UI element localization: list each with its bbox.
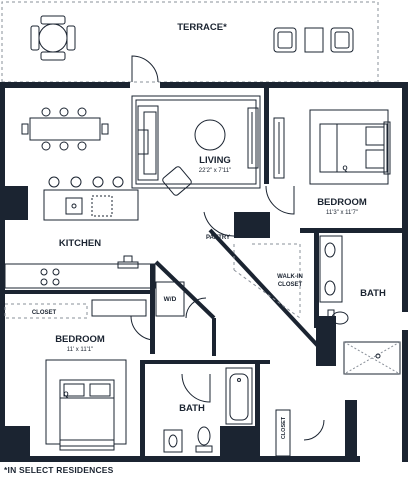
washer-dryer-icon	[155, 281, 185, 317]
bed-marker-main: Q	[342, 165, 347, 172]
door-swing-icon	[130, 297, 211, 403]
living-rug	[131, 95, 261, 189]
terrace-area	[1, 1, 379, 83]
toilet-icon	[327, 309, 349, 327]
tv-console-icon	[247, 107, 259, 169]
queen-bed-icon	[309, 109, 391, 185]
queen-bed-icon	[45, 359, 127, 451]
living-dims: 22'2" x 7'11"	[199, 168, 231, 174]
outdoor-table-icon	[30, 15, 76, 61]
kitchen-label: KITCHEN	[59, 238, 101, 249]
shower-icon	[343, 341, 401, 375]
pantry-label: PANTRY	[206, 235, 230, 241]
coffee-table-icon	[194, 119, 226, 151]
sofa-icon	[137, 105, 159, 181]
wd-label: W/D	[164, 296, 177, 303]
bedroom-second-label: BEDROOM	[55, 334, 105, 345]
sink-icon	[163, 429, 183, 453]
walls	[0, 82, 408, 462]
bed-marker-second: Q	[63, 391, 68, 398]
bedroom-main-dims: 11'3" x 11'7"	[326, 210, 358, 216]
dining-table-icon	[21, 107, 109, 151]
bedroom-main-label: BEDROOM	[317, 197, 367, 208]
closet-label: CLOSET	[278, 282, 303, 288]
bath-second-label: BATH	[179, 403, 205, 414]
room-labels: TERRACE* LIVING 22'2" x 7'11" BEDROOM 11…	[32, 22, 386, 439]
closet-small-rail	[275, 409, 325, 457]
closet-left-rail	[4, 299, 147, 319]
terrace-door-icon	[131, 55, 159, 83]
toilet-icon	[195, 426, 213, 453]
sink-icon	[319, 235, 343, 303]
door-swing-icon	[203, 185, 295, 237]
terrace-label: TERRACE*	[177, 22, 227, 33]
closet-small-label: CLOSET	[281, 416, 287, 439]
living-label: LIVING	[199, 155, 231, 166]
closet-left-label: CLOSET	[32, 310, 57, 316]
kitchen-island	[43, 189, 139, 221]
walk-in-label: WALK-IN	[277, 274, 303, 280]
bedroom-second-dims: 11' x 11'1"	[67, 347, 94, 353]
bedroom-bench-icon	[273, 117, 285, 179]
bath-main-label: BATH	[360, 288, 386, 299]
armchair-icon	[162, 166, 192, 196]
bar-stool-icon	[48, 176, 124, 188]
walk-in-closet-rails	[233, 243, 301, 319]
stove-icon	[4, 255, 156, 289]
footnote: *IN SELECT RESIDENCES	[4, 465, 114, 475]
bathtub-icon	[225, 367, 253, 425]
diagonal-walls	[154, 228, 320, 356]
lounge-chairs-icon	[273, 27, 354, 53]
